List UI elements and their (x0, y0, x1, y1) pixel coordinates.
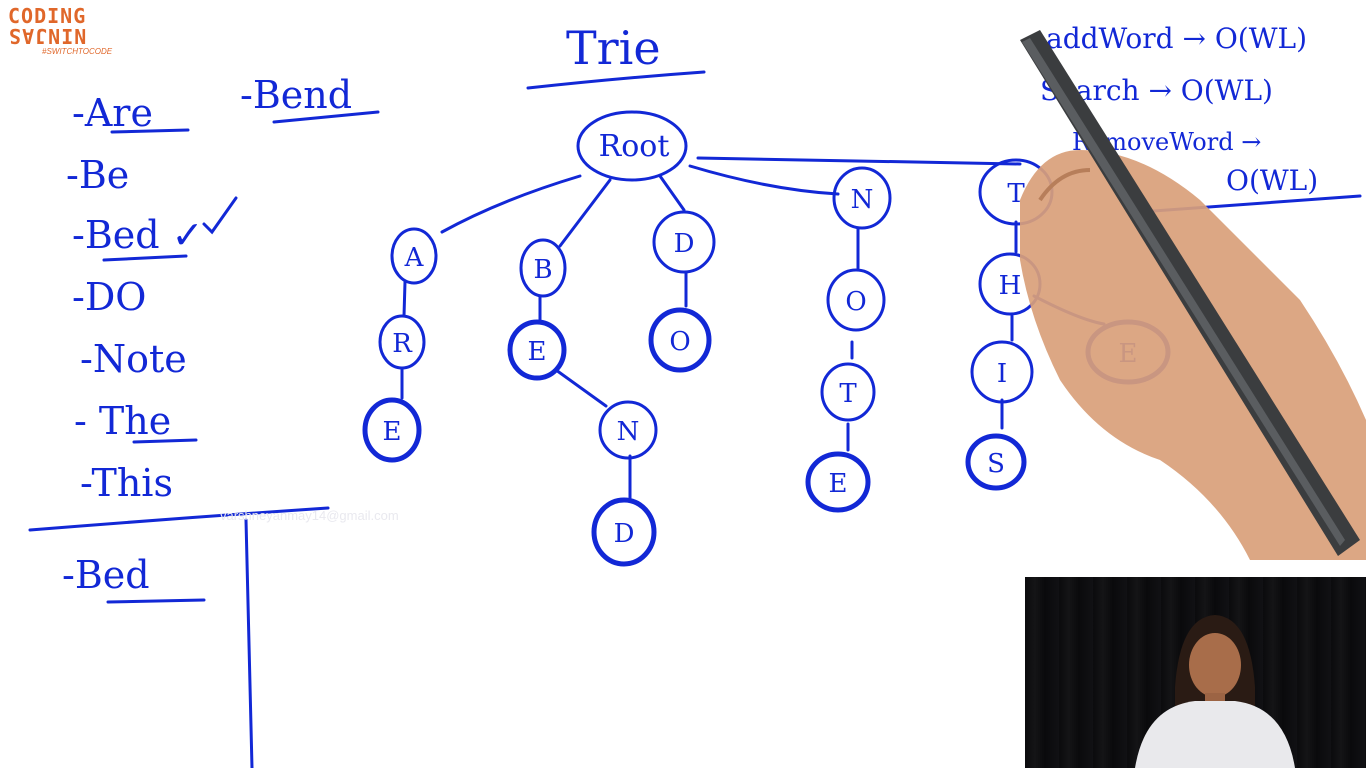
vertical-divider (244, 518, 254, 770)
trie-node-label: E (829, 469, 848, 499)
trie-node (832, 166, 892, 230)
trie-node-end (648, 307, 712, 373)
trie-root-label: Root (599, 129, 670, 164)
trie-node-end (362, 397, 422, 463)
word-list-item: -DO (72, 275, 146, 319)
trie-node (970, 340, 1034, 404)
trie-node-end (965, 433, 1027, 491)
email-watermark: varshneyanmay14@gmail.com (220, 508, 399, 523)
board-title: Trie (566, 21, 661, 75)
logo-line-2: NINJAS (8, 24, 87, 48)
list-separator (28, 506, 330, 532)
coding-ninjas-logo: CODING NINJAS #SWITCHTOCODE (8, 6, 118, 56)
word-list-item: - The (74, 399, 171, 443)
word-list-item: -Bend (240, 73, 352, 117)
title-underline (526, 70, 706, 90)
presenter-image (1135, 615, 1295, 768)
trie-node-label: S (987, 449, 1005, 479)
trie-node-end (591, 497, 657, 567)
trie-node-label: R (392, 329, 413, 359)
trie-node-end (507, 319, 567, 381)
trie-node-label: I (997, 359, 1007, 389)
trie-node-label: E (528, 337, 547, 367)
word-list-item: -Be (66, 153, 129, 197)
trie-node-label: N (617, 417, 640, 447)
presenter-video-overlay (1025, 577, 1366, 768)
word-list-item: -Are (72, 91, 153, 135)
trie-node (826, 268, 886, 332)
trie-node (519, 238, 567, 298)
trie-node-label: B (533, 255, 552, 285)
trie-node-label: O (845, 287, 866, 317)
complexity-add: addWord → O(WL) (1046, 22, 1307, 55)
trie-node-label: N (851, 185, 874, 215)
complexity-remove-cost: O(WL) (1226, 164, 1318, 197)
trie-node-root (576, 110, 688, 182)
word-list-item: -Bed ✓ (72, 213, 204, 257)
trie-node-label: E (383, 417, 402, 447)
query-word: -Bed (62, 553, 150, 597)
trie-node (390, 227, 438, 285)
word-list-item: -Note (80, 337, 187, 381)
trie-node-label: D (614, 519, 635, 549)
word-list-item: -This (80, 461, 173, 505)
trie-node (598, 400, 658, 460)
logo-line-1: CODING (8, 4, 87, 28)
presenter-hand-image (1020, 30, 1366, 560)
logo-tagline: #SWITCHTOCODE (42, 47, 113, 56)
trie-node-label: O (669, 327, 690, 357)
trie-node-label: H (999, 271, 1022, 301)
trie-node-label: D (674, 229, 695, 259)
trie-node-label: A (404, 243, 425, 273)
trie-node-end (805, 451, 871, 513)
trie-node (820, 362, 876, 422)
trie-node (652, 210, 716, 274)
trie-node-label: T (839, 379, 857, 409)
complexity-notes: addWord → O(WL) Search → O(WL) RemoveWor… (1040, 22, 1318, 197)
trie-node (378, 314, 426, 370)
word-list: -Are -Bend -Be -Bed ✓ -DO -Note - The -T… (62, 73, 352, 597)
